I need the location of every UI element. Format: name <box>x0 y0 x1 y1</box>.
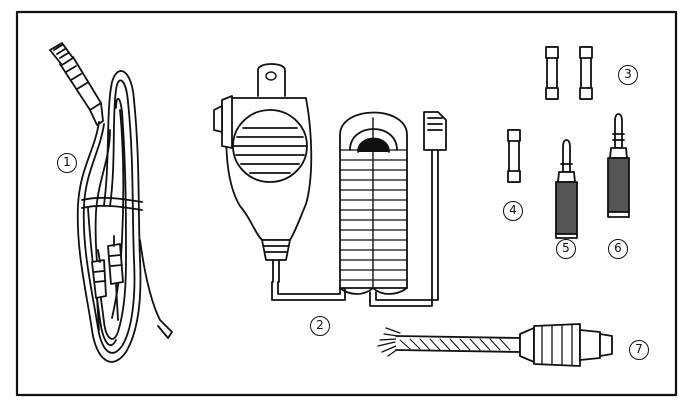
spare-fuse-icon <box>508 130 520 182</box>
hand-microphone-icon <box>214 64 446 306</box>
item-number-6: 6 <box>608 239 628 259</box>
dc-power-cable-icon <box>50 43 172 362</box>
din-plug-cable-icon <box>378 324 612 366</box>
mono-plug-icon <box>608 114 629 217</box>
item-number-5: 5 <box>556 239 576 259</box>
spare-fuses-icon <box>546 47 592 99</box>
item-number-1: 1 <box>57 153 77 173</box>
item-number-3: 3 <box>618 65 638 85</box>
item-number-4: 4 <box>503 201 523 221</box>
item-number-2: 2 <box>310 316 330 336</box>
mono-plug-icon <box>556 140 577 238</box>
item-number-7: 7 <box>629 340 649 360</box>
